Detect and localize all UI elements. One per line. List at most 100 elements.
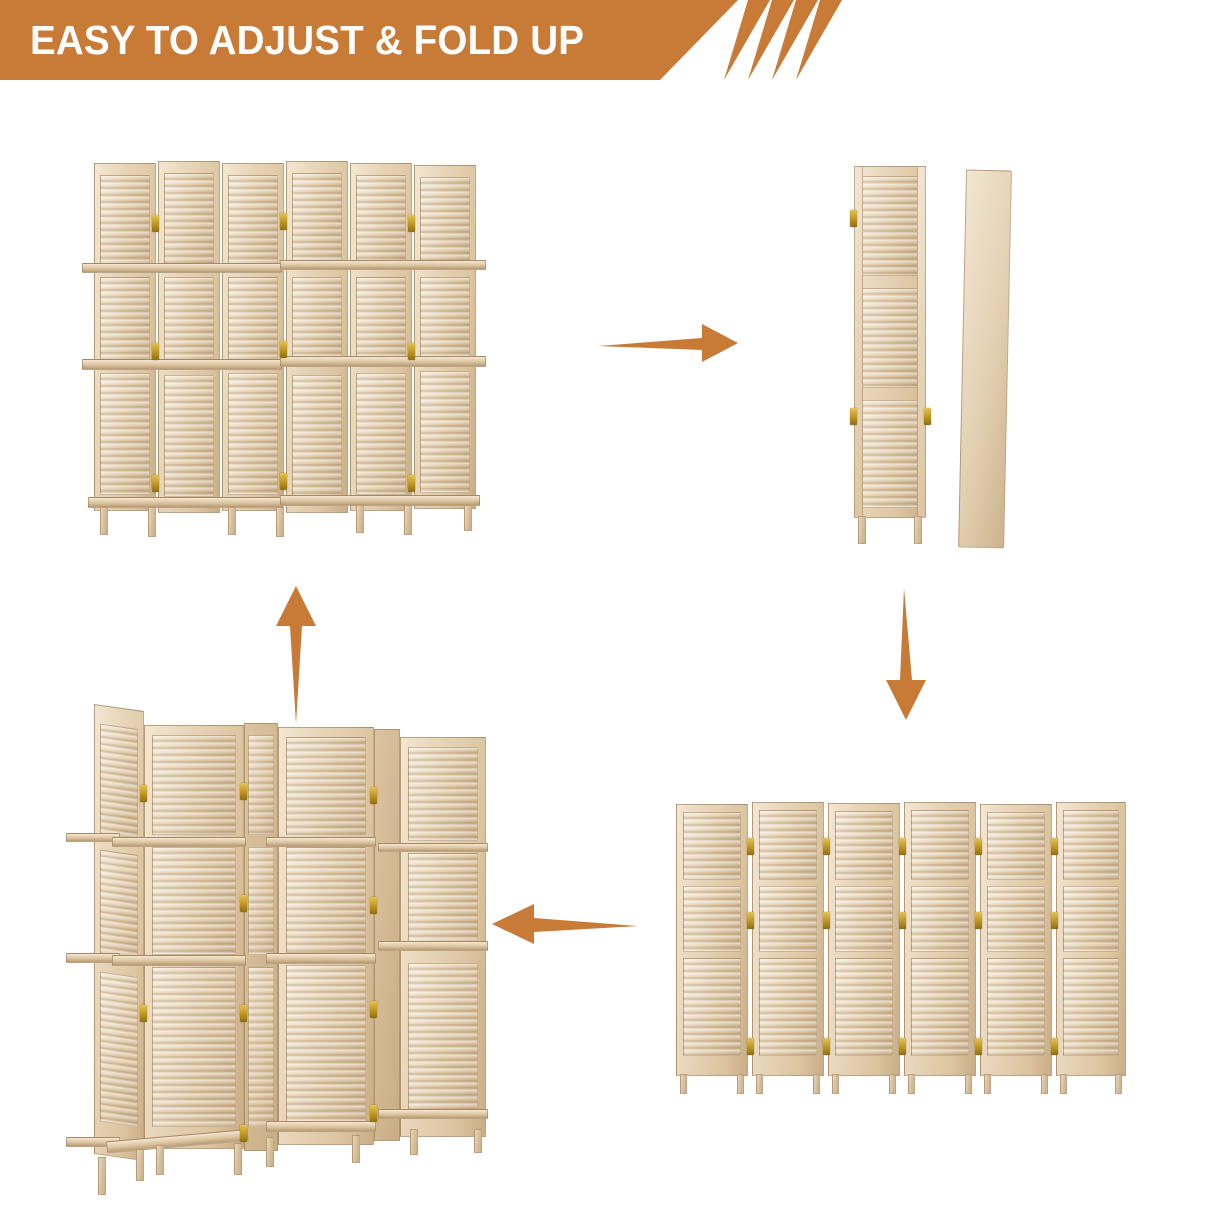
divider-leg (234, 1143, 242, 1175)
panel-louver-section (683, 886, 741, 952)
panel-hinge (370, 897, 377, 914)
panel-hinge (140, 1005, 147, 1022)
divider-shelf (88, 497, 282, 508)
panel-hinge (747, 912, 754, 929)
panel-louver-section (987, 886, 1045, 952)
panel-louver-section (100, 971, 138, 1127)
divider-shelf (266, 837, 376, 847)
panel-louver-section (1063, 886, 1119, 952)
arrow-right-icon (598, 318, 738, 366)
panel-louver-section (248, 967, 274, 1127)
divider-leg (148, 507, 156, 537)
divider-leg (352, 1135, 360, 1163)
panel-hinge (370, 1001, 377, 1018)
panel-hinge (240, 895, 247, 912)
panel-hinge (152, 215, 159, 232)
panel-louver-section (164, 277, 214, 363)
removable-shelf-board (958, 169, 1012, 549)
banner-background (0, 0, 738, 80)
panel-hinge (899, 838, 906, 855)
panel-hinge (850, 210, 857, 227)
panel-louver-section (1063, 810, 1119, 880)
panel-louver-section (152, 847, 236, 955)
divider-leg (813, 1074, 820, 1094)
divider-leg (1041, 1074, 1048, 1094)
panel-louver-section (862, 288, 918, 388)
panel-louver-section (759, 958, 817, 1056)
panel-louver-section (911, 958, 969, 1056)
divider-leg (156, 1145, 164, 1175)
divider-shelf (82, 263, 282, 273)
divider-leg (889, 1074, 896, 1094)
divider-shelf (280, 260, 486, 270)
divider-leg (410, 1129, 418, 1155)
panel-louver-section (835, 958, 893, 1056)
folded-stack-edge (917, 166, 926, 518)
divider-leg (908, 1074, 915, 1094)
divider-leg (266, 1137, 274, 1167)
panel-hinge (747, 838, 754, 855)
panel-louver-section (292, 277, 342, 363)
divider-leg (680, 1074, 687, 1094)
product-photo-unfolded-flat (672, 790, 1132, 1100)
panel-hinge (408, 475, 415, 492)
divider-leg (858, 516, 866, 544)
panel-louver-section (152, 735, 236, 835)
divider-leg (965, 1074, 972, 1094)
panel-louver-section (987, 958, 1045, 1056)
divider-shelf (378, 1109, 488, 1119)
panel-louver-section (356, 175, 406, 265)
panel-louver-section (911, 810, 969, 880)
panel-louver-section (356, 277, 406, 361)
product-photo-zigzag-with-shelves (66, 703, 490, 1195)
panel-louver-section (286, 965, 366, 1123)
divider-leg (1060, 1074, 1067, 1094)
divider-leg (228, 507, 236, 535)
panel-hinge (408, 343, 415, 360)
panel-louver-section (248, 735, 274, 835)
panel-hinge (899, 1038, 906, 1055)
panel-louver-section (420, 177, 470, 265)
panel-hinge (280, 473, 287, 490)
divider-leg (404, 505, 412, 535)
panel-hinge (240, 1125, 247, 1142)
panel-louver-section (911, 886, 969, 952)
panel-louver-section (759, 810, 817, 880)
panel-louver-section (1063, 958, 1119, 1056)
divider-leg (98, 1157, 106, 1195)
panel-hinge (975, 838, 982, 855)
panel-louver-section (420, 277, 470, 359)
panel-louver-section (408, 963, 478, 1113)
divider-leg (756, 1074, 763, 1094)
panel-louver-section (292, 375, 342, 497)
arrow-down-icon (878, 588, 934, 720)
divider-shelf (378, 843, 488, 852)
arrow-left-icon (492, 900, 638, 948)
banner-title: EASY TO ADJUST & FOLD UP (30, 16, 585, 63)
divider-leg (914, 516, 922, 544)
divider-shelf (280, 495, 480, 506)
panel-louver-section (100, 277, 150, 361)
divider-panel (374, 729, 400, 1141)
panel-hinge (152, 475, 159, 492)
panel-louver-section (164, 173, 214, 265)
panel-hinge (240, 1005, 247, 1022)
divider-shelf (266, 1121, 376, 1132)
divider-leg (276, 507, 284, 537)
divider-leg (136, 1149, 144, 1181)
divider-leg (737, 1074, 744, 1094)
product-photo-assembled-with-shelves (82, 155, 488, 555)
panel-hinge (850, 408, 857, 425)
panel-hinge (408, 215, 415, 232)
panel-louver-section (683, 958, 741, 1056)
panel-louver-section (286, 737, 366, 835)
panel-louver-section (683, 812, 741, 880)
divider-leg (474, 1129, 482, 1153)
panel-hinge (152, 343, 159, 360)
panel-hinge (823, 912, 830, 929)
divider-shelf (82, 359, 282, 370)
divider-leg (1115, 1074, 1122, 1094)
panel-louver-section (228, 277, 278, 361)
panel-louver-section (286, 847, 366, 953)
panel-hinge (823, 838, 830, 855)
